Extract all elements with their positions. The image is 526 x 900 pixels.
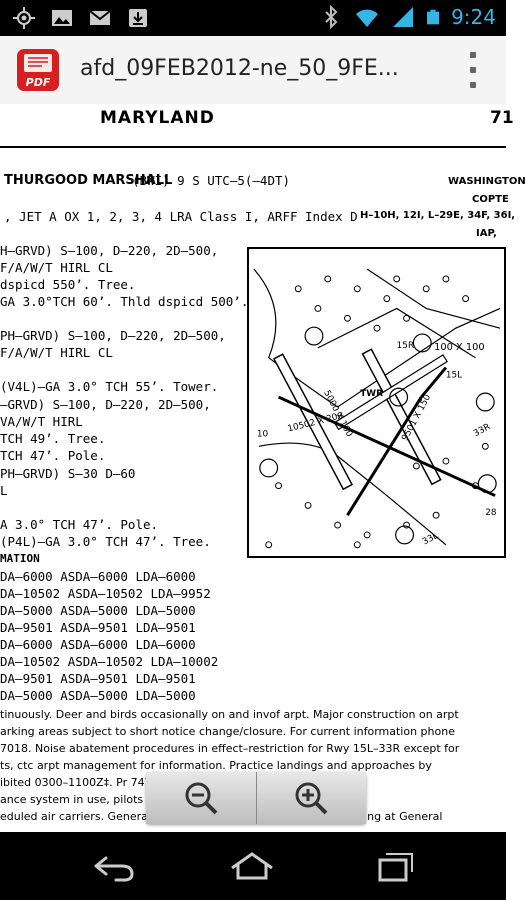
navigation-bar (0, 832, 506, 900)
gmail-icon (89, 10, 111, 25)
text-line-25: DA–10502 ASDA–10502 LDA–10002 (0, 654, 219, 669)
header-rule (0, 146, 506, 148)
gps-icon (13, 7, 35, 29)
right-header-1: WASHINGTON (448, 176, 526, 187)
status-bar: 9:24 (0, 0, 506, 36)
clock: 9:24 (451, 5, 496, 29)
text-line-21: DA–10502 ASDA–10502 LDA–9952 (0, 586, 211, 601)
diagram-label-15r: 15R (397, 341, 414, 351)
text-line-7: F/A/W/T HIRL CL (0, 345, 113, 360)
diagram-label-tower: TWR (360, 389, 383, 399)
text-line-15: L (0, 483, 8, 498)
text-line-27: DA–5000 ASDA–5000 LDA–5000 (0, 688, 196, 703)
diagram-label-helipad: 100 X 100 (434, 342, 485, 353)
right-header-4: IAP, (476, 228, 497, 239)
page-number: 71 (490, 108, 514, 128)
text-line-14: PH–GRVD) S–30 D–60 (0, 466, 136, 481)
back-icon[interactable] (82, 846, 142, 886)
download-icon (129, 9, 147, 27)
text-line-22: DA–5000 ASDA–5000 LDA–5000 (0, 603, 196, 618)
zoom-out-icon (185, 782, 218, 815)
right-header-2: COPTE (472, 194, 509, 205)
overflow-menu-icon[interactable] (470, 52, 478, 88)
status-bar-system: 9:24 (319, 4, 496, 30)
airport-diagram: 100 X 100 TWR 10502 X 200 9501 X 150 500… (247, 247, 506, 558)
text-line-18: (P4L)—GA 3.0° TCH 47’. Tree. (0, 534, 211, 549)
text-line-1: H–GRVD) S–100, D–220, 2D–500, (0, 243, 219, 258)
text-line-11: VA/W/T HIRL (0, 414, 83, 429)
image-icon (52, 10, 72, 26)
text-line-19: MATION (0, 552, 40, 565)
text-line-10: –GRVD) S–100, D–220, 2D–500, (0, 397, 211, 412)
right-header-3: H–10H, 12I, L–29E, 34F, 36I, (360, 210, 516, 221)
text-line-31: ts, ctc arpt management for information.… (0, 759, 432, 772)
text-line-24: DA–6000 ASDA–6000 LDA–6000 (0, 637, 196, 652)
app-icon-label: PDF (26, 76, 51, 89)
diagram-label-33l: 33L (421, 531, 440, 547)
document-title: afd_09FEB2012-ne_50_9FE... (80, 56, 399, 81)
text-line-13: TCH 47’. Pole. (0, 448, 106, 463)
zoom-out-button[interactable] (146, 772, 256, 824)
airport-meta: (BWI) 9 S UTC–5(–4DT) (132, 173, 291, 188)
signal-icon (393, 7, 414, 27)
zoom-controls (146, 772, 366, 824)
pdf-app-icon[interactable]: PDF (16, 48, 60, 92)
diagram-label-33r: 33R (472, 422, 492, 439)
pdf-page-view[interactable]: MARYLAND 71 THURGOOD MARSHALL (BWI) 9 S … (0, 104, 526, 832)
recent-apps-icon[interactable] (362, 846, 422, 886)
text-line-6: PH–GRVD) S–100, D–220, 2D–500, (0, 328, 226, 343)
text-line-12: TCH 49’. Tree. (0, 431, 106, 446)
page-state-header: MARYLAND (100, 108, 215, 128)
text-line-28: tinuously. Deer and birds occasionally o… (0, 708, 459, 721)
wifi-icon (356, 9, 379, 27)
zoom-in-button[interactable] (255, 772, 366, 824)
diagram-label-28: 28 (485, 508, 497, 518)
app-bar: PDF afd_09FEB2012-ne_50_9FE... (0, 36, 506, 105)
diagram-label-15l: 15L (446, 370, 462, 380)
text-line-17: A 3.0° TCH 47’. Pole. (0, 517, 159, 532)
diagram-label-10: 10 (257, 429, 269, 439)
text-line-23: DA–9501 ASDA–9501 LDA–9501 (0, 620, 196, 635)
home-icon[interactable] (222, 846, 282, 886)
text-line-2: F/A/W/T HIRL CL (0, 260, 113, 275)
text-line-9: (V4L)—GA 3.0° TCH 55’. Tower. (0, 379, 219, 394)
text-line-4: GA 3.0°TCH 60’. Thld dspicd 500’. (0, 294, 249, 309)
airport-name: THURGOOD MARSHALL (4, 173, 173, 188)
text-line-26: DA–9501 ASDA–9501 LDA–9501 (0, 671, 196, 686)
text-line-20: DA–6000 ASDA–6000 LDA–6000 (0, 569, 196, 584)
text-line-30: 7018. Noise abatement procedures in effe… (0, 742, 460, 755)
zoom-in-icon (295, 782, 328, 815)
bluetooth-icon (325, 4, 338, 30)
text-line-0: , JET A OX 1, 2, 3, 4 LRA Class I, ARFF … (4, 209, 358, 224)
battery-icon (427, 9, 440, 25)
text-line-29: arking areas subject to short notice cha… (0, 725, 455, 738)
text-line-3: dspicd 550’. Tree. (0, 277, 136, 292)
status-bar-notifications (12, 6, 150, 30)
